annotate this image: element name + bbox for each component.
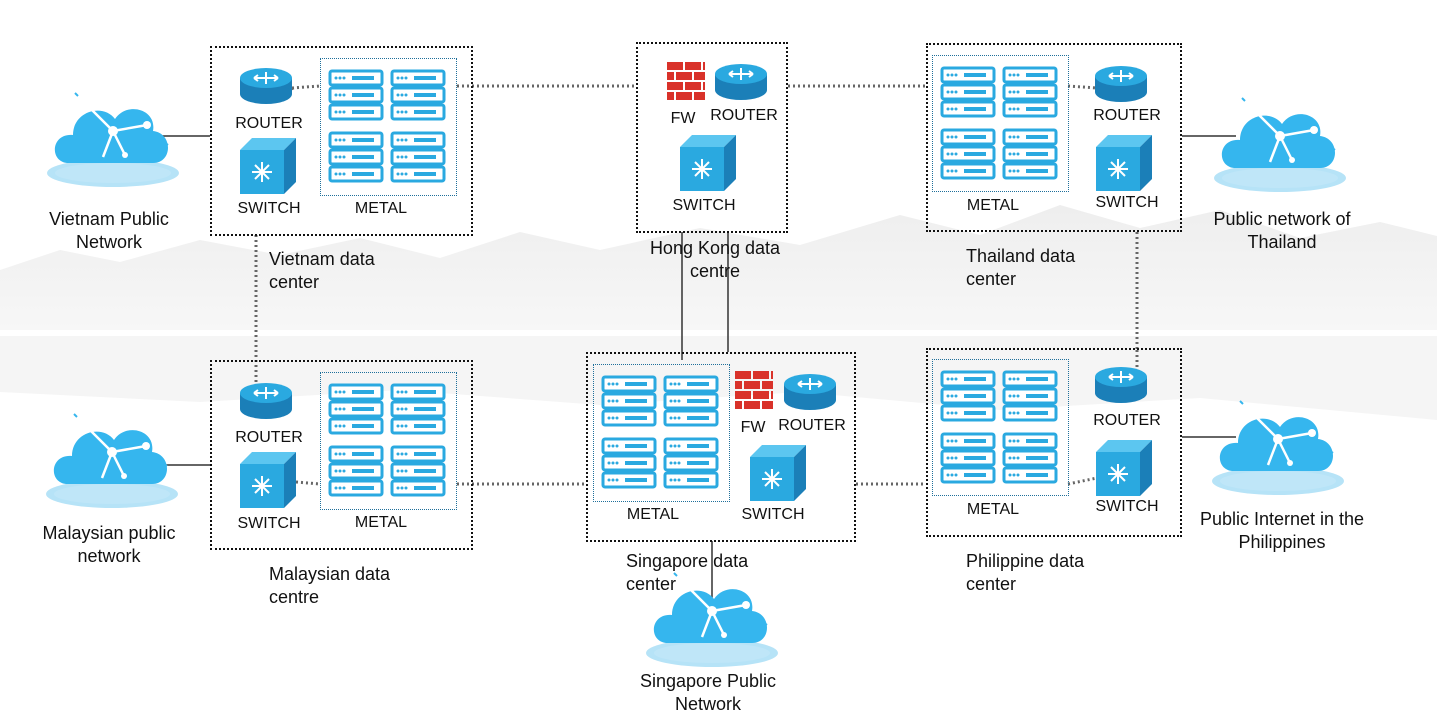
vietnam-switch-label: SWITCH [237,200,301,217]
server-rack-icon [328,69,384,121]
singapore-dc-label: Singapore data center [626,551,749,594]
server-rack-icon [328,383,384,435]
thailand-dc-label: Thailand data center [966,246,1076,289]
singapore-metal-label: METAL [626,506,680,523]
server-rack-icon [940,128,996,180]
firewall-icon [667,62,705,100]
switch-icon [240,138,296,194]
router-icon [715,64,767,100]
cloud-network-icon [47,92,179,187]
vietnam-dc-label: Vietnam data center [269,249,375,292]
server-rack-icon [1002,128,1058,180]
server-rack-icon [1002,66,1058,118]
server-rack-icon [663,375,719,427]
hongkong-fw-label: FW [670,110,696,127]
server-rack-icon [601,375,657,427]
switch-icon [1096,440,1152,496]
malaysia-metal-label: METAL [354,514,408,531]
singapore-dc-box [586,352,856,542]
vietnam-dc-box [210,46,473,236]
malaysia-dc-label: Malaysian data centre [269,564,391,607]
vietnam-network-label: Vietnam Public Network [49,209,169,252]
switch-icon [680,135,736,191]
malaysia-metal-box [320,372,457,510]
switch-icon [1096,135,1152,191]
cloud-network-icon [1212,400,1344,495]
cloud-network-icon [46,413,178,508]
singapore-switch-label: SWITCH [741,506,805,523]
router-icon [240,383,292,419]
thailand-network-label: Public network of Thailand [1213,209,1351,252]
server-rack-icon [1002,432,1058,484]
philippines-dc-box [926,348,1182,537]
thailand-switch-label: SWITCH [1095,194,1159,211]
router-icon [1095,66,1147,102]
server-rack-icon [940,432,996,484]
malaysia-network-label: Malaysian public network [42,523,176,566]
cloud-network-icon [646,572,778,667]
router-icon [240,68,292,104]
philippines-metal-box [932,359,1069,496]
server-rack-icon [328,445,384,497]
hongkong-dc-box [636,42,788,233]
server-rack-icon [1002,370,1058,422]
uplinks [157,135,1236,598]
router-icon [784,374,836,410]
server-rack-icon [390,131,446,183]
switch-icon [750,445,806,501]
server-rack-icon [328,131,384,183]
server-rack-icon [940,66,996,118]
server-rack-icon [390,445,446,497]
malaysia-router-label: ROUTER [235,429,303,446]
singapore-router-label: ROUTER [778,417,846,434]
philippines-router-label: ROUTER [1093,412,1161,429]
thailand-router-label: ROUTER [1093,107,1161,124]
singapore-fw-label: FW [740,419,766,436]
background-mountains [0,205,1437,420]
singapore-network-label: Singapore Public Network [639,671,777,714]
server-rack-icon [390,383,446,435]
philippines-metal-label: METAL [966,501,1020,518]
philippines-network-label: Public Internet in the Philippines [1199,509,1365,552]
vietnam-metal-label: METAL [354,200,408,217]
thailand-metal-box [932,55,1069,192]
firewall-icon [735,371,773,409]
philippines-switch-label: SWITCH [1095,498,1159,515]
hongkong-router-label: ROUTER [710,107,778,124]
vietnam-router-label: ROUTER [235,115,303,132]
server-rack-icon [390,69,446,121]
vietnam-metal-box [320,58,457,196]
server-rack-icon [663,437,719,489]
malaysia-switch-label: SWITCH [237,515,301,532]
malaysia-dc-box [210,360,473,550]
cloud-network-icon [1214,97,1346,192]
server-rack-icon [601,437,657,489]
router-icon [1095,367,1147,403]
thailand-dc-box [926,43,1182,232]
thailand-metal-label: METAL [966,197,1020,214]
singapore-metal-box [593,364,730,502]
hongkong-switch-label: SWITCH [672,197,736,214]
philippines-dc-label: Philippine data center [966,551,1085,594]
switch-icon [240,452,296,508]
hongkong-dc-label: Hong Kong data centre [649,238,781,281]
server-rack-icon [940,370,996,422]
